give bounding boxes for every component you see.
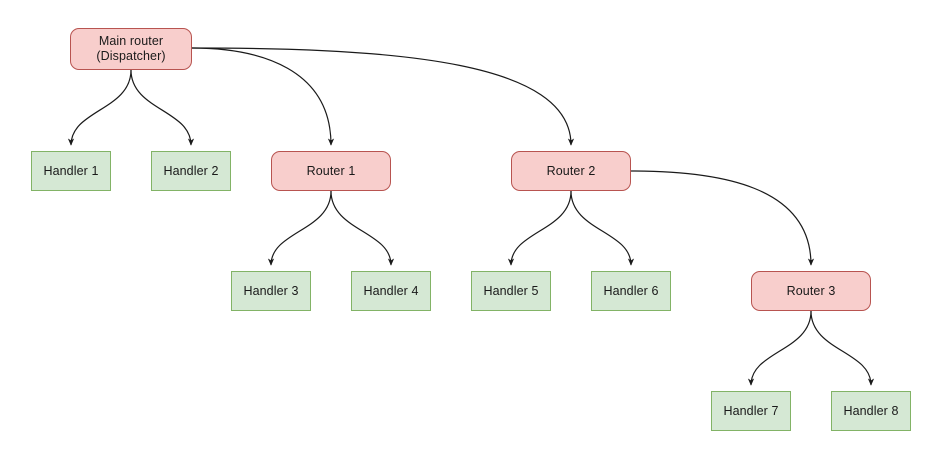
node-label: Handler 5 [483, 283, 539, 298]
node-main-router[interactable]: Main router (Dispatcher) [70, 28, 192, 70]
edge-router-1-to-handler-3 [267, 190, 332, 266]
node-handler-2[interactable]: Handler 2 [151, 151, 231, 191]
node-router-2[interactable]: Router 2 [511, 151, 631, 191]
edge-router-3-to-handler-7 [747, 310, 812, 386]
edge-router-1-to-handler-4 [330, 190, 395, 266]
node-label: Handler 2 [163, 163, 219, 178]
edge-group [67, 47, 875, 386]
node-handler-3[interactable]: Handler 3 [231, 271, 311, 311]
edge-main-to-handler-2 [130, 69, 195, 146]
edge-router-2-to-router-3 [630, 170, 815, 266]
node-handler-5[interactable]: Handler 5 [471, 271, 551, 311]
node-label: Handler 3 [243, 283, 299, 298]
node-handler-8[interactable]: Handler 8 [831, 391, 911, 431]
node-label: Handler 6 [603, 283, 659, 298]
node-handler-1[interactable]: Handler 1 [31, 151, 111, 191]
edge-main-to-router-2 [191, 47, 575, 146]
node-handler-4[interactable]: Handler 4 [351, 271, 431, 311]
edge-router-2-to-handler-5 [507, 190, 572, 266]
node-label: Handler 4 [363, 283, 419, 298]
node-label: Main router (Dispatcher) [96, 34, 166, 63]
node-label: Handler 7 [723, 403, 779, 418]
edge-main-to-handler-1 [67, 69, 132, 146]
node-label: Router 1 [306, 163, 356, 178]
node-router-1[interactable]: Router 1 [271, 151, 391, 191]
node-router-3[interactable]: Router 3 [751, 271, 871, 311]
node-label: Router 3 [786, 283, 836, 298]
edge-main-to-router-1 [191, 47, 335, 146]
edge-router-2-to-handler-6 [570, 190, 635, 266]
node-handler-6[interactable]: Handler 6 [591, 271, 671, 311]
edge-router-3-to-handler-8 [810, 310, 875, 386]
node-label: Router 2 [546, 163, 596, 178]
node-label: Handler 8 [843, 403, 899, 418]
node-label: Handler 1 [43, 163, 99, 178]
node-handler-7[interactable]: Handler 7 [711, 391, 791, 431]
